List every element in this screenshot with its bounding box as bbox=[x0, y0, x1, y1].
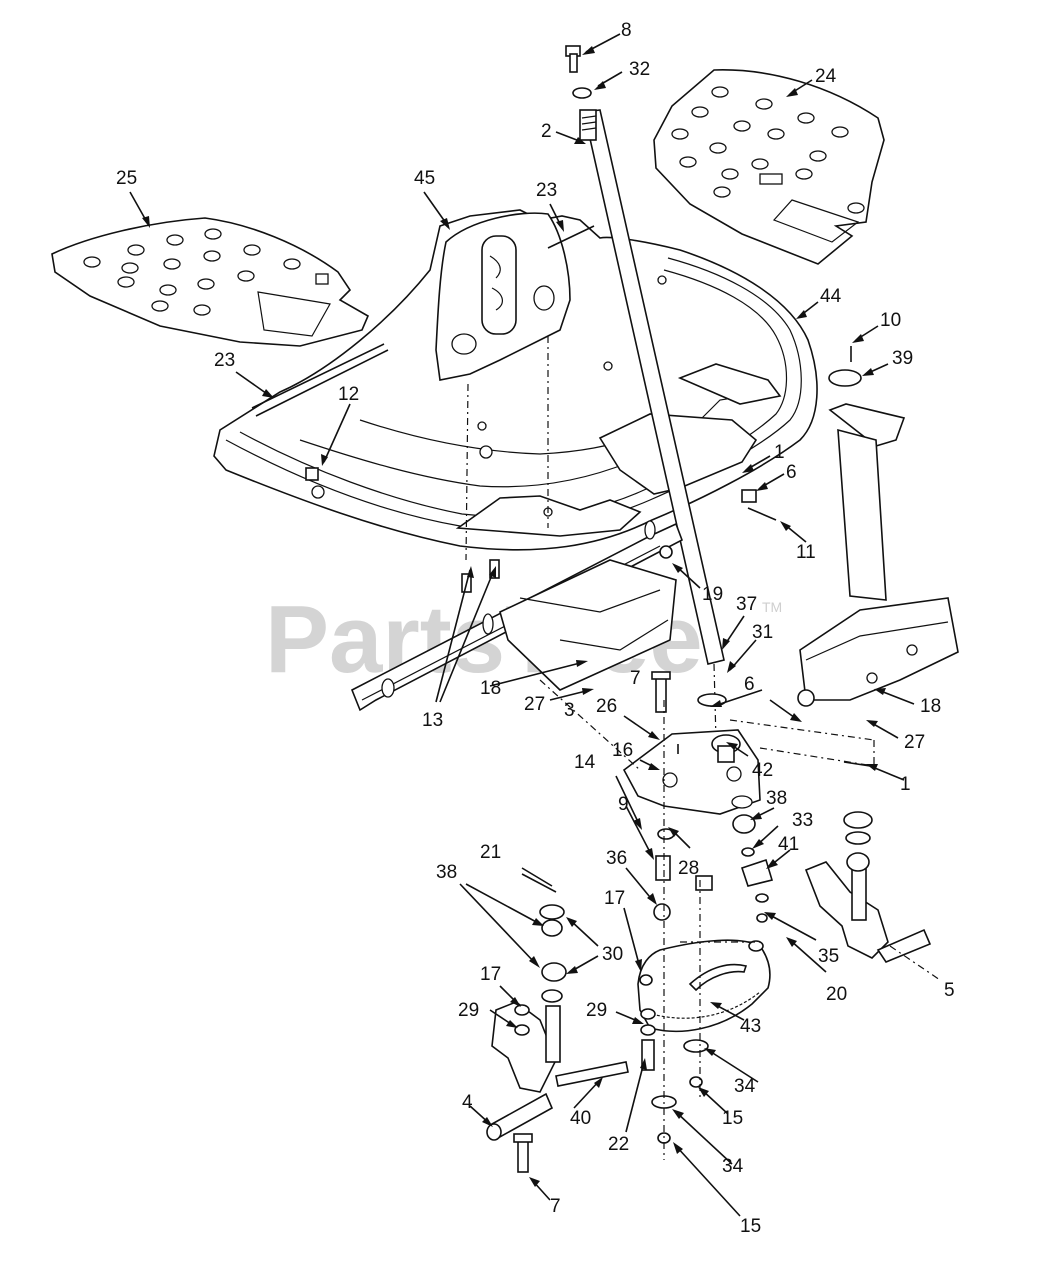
callout-17-top: 17 bbox=[604, 888, 625, 909]
dash-panel bbox=[435, 212, 571, 381]
footrest-plate-left bbox=[51, 217, 370, 347]
callout-6-mid: 6 bbox=[744, 674, 755, 695]
callout-26: 26 bbox=[596, 696, 617, 717]
callout-7-top: 7 bbox=[630, 668, 641, 689]
callout-28: 28 bbox=[678, 858, 699, 879]
callout-35: 35 bbox=[818, 946, 839, 967]
callout-45: 45 bbox=[414, 168, 435, 189]
callout-9: 9 bbox=[618, 794, 629, 815]
callout-15-bottom: 15 bbox=[740, 1216, 761, 1237]
callout-2: 2 bbox=[541, 121, 552, 142]
callout-36: 36 bbox=[606, 848, 627, 869]
callout-16: 16 bbox=[612, 740, 633, 761]
callout-27-right: 27 bbox=[904, 732, 925, 753]
callout-20: 20 bbox=[826, 984, 847, 1005]
callout-23-left: 23 bbox=[214, 350, 235, 371]
callout-27-left: 27 bbox=[524, 694, 545, 715]
callout-41: 41 bbox=[778, 834, 799, 855]
callout-34-bottom: 34 bbox=[722, 1156, 744, 1177]
callout-4: 4 bbox=[462, 1092, 473, 1113]
callout-22: 22 bbox=[608, 1134, 629, 1155]
callout-1-bottom: 1 bbox=[900, 774, 911, 795]
callout-23-top: 23 bbox=[536, 180, 557, 201]
callout-17-left: 17 bbox=[480, 964, 501, 985]
callout-8: 8 bbox=[621, 20, 632, 41]
callout-18-right: 18 bbox=[920, 696, 941, 717]
trim-strip-left bbox=[251, 343, 385, 409]
callout-18-left: 18 bbox=[480, 678, 501, 699]
callout-39: 39 bbox=[892, 348, 913, 369]
callout-32: 32 bbox=[629, 59, 650, 80]
hardware bbox=[305, 467, 873, 1144]
callout-13: 13 bbox=[422, 710, 443, 731]
callout-37: 37 bbox=[736, 594, 757, 615]
callout-30: 30 bbox=[602, 944, 623, 965]
callout-7-bottom: 7 bbox=[550, 1196, 561, 1217]
callout-14: 14 bbox=[574, 752, 596, 773]
steering-support-column bbox=[797, 346, 959, 707]
drag-link bbox=[555, 1061, 629, 1087]
callout-21: 21 bbox=[480, 842, 501, 863]
callout-29-mid: 29 bbox=[586, 1000, 607, 1021]
washer-top bbox=[572, 87, 592, 99]
callout-5: 5 bbox=[944, 980, 955, 1001]
callout-31: 31 bbox=[752, 622, 773, 643]
callout-34-top: 34 bbox=[734, 1076, 756, 1097]
axle-spindle-right bbox=[804, 859, 932, 963]
callout-24: 24 bbox=[815, 66, 837, 87]
callout-38-right: 38 bbox=[766, 788, 787, 809]
callout-44: 44 bbox=[820, 286, 842, 307]
leader-arrows bbox=[129, 33, 915, 1217]
watermark-tm: TM bbox=[762, 599, 782, 615]
assembly-lines bbox=[465, 336, 941, 1160]
callout-40: 40 bbox=[570, 1108, 591, 1129]
callout-33: 33 bbox=[792, 810, 813, 831]
callout-15-top: 15 bbox=[722, 1108, 743, 1129]
callout-12: 12 bbox=[338, 384, 359, 405]
bolt-top bbox=[565, 45, 581, 73]
callout-38-left: 38 bbox=[436, 862, 457, 883]
callout-43: 43 bbox=[740, 1016, 761, 1037]
callout-3: 3 bbox=[564, 700, 575, 721]
callout-1-top: 1 bbox=[774, 442, 785, 463]
steering-shaft bbox=[579, 109, 725, 741]
callout-25: 25 bbox=[116, 168, 137, 189]
callout-11: 11 bbox=[796, 542, 816, 563]
callout-10: 10 bbox=[880, 310, 901, 331]
callout-42: 42 bbox=[752, 760, 773, 781]
callout-6-top: 6 bbox=[786, 462, 797, 483]
callout-29-left: 29 bbox=[458, 1000, 479, 1021]
trim-strip-right bbox=[547, 225, 595, 249]
callout-labels: 8 32 2 24 25 45 23 23 44 10 39 12 1 6 11… bbox=[116, 20, 955, 1237]
callout-19: 19 bbox=[702, 584, 723, 605]
steering-bracket bbox=[622, 729, 761, 815]
footrest-plate-right bbox=[653, 69, 885, 265]
main-frame-rail bbox=[350, 520, 683, 712]
